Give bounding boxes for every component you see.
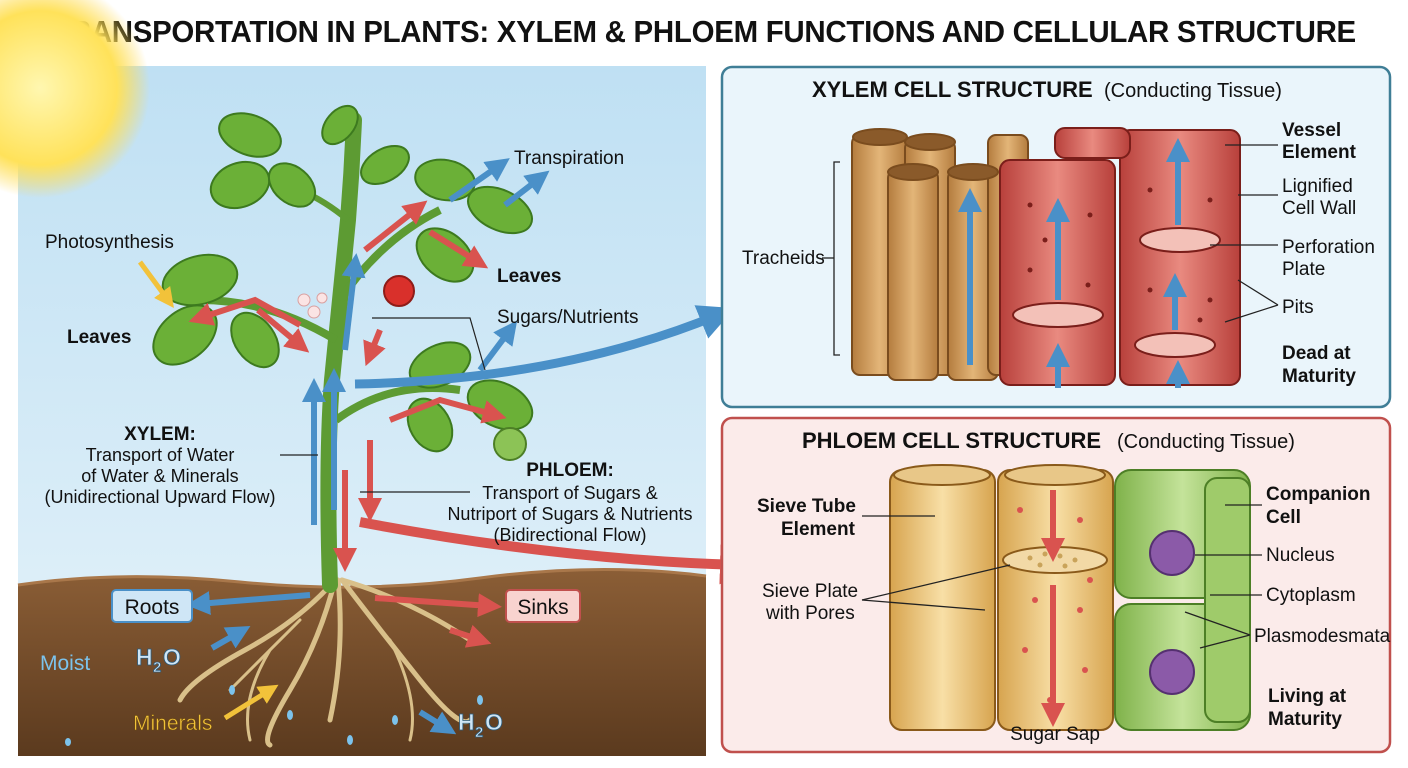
- page-title: TRANSPORTATION IN PLANTS: XYLEM & PHLOEM…: [52, 14, 1356, 49]
- svg-text:H: H: [136, 644, 153, 670]
- sinks-label: Sinks: [517, 596, 568, 619]
- h2o-right-label: H 2 O: [458, 709, 504, 742]
- living-maturity-label-2: Maturity: [1268, 709, 1342, 730]
- svg-text:H: H: [458, 709, 475, 735]
- living-maturity-label-1: Living at: [1268, 686, 1347, 707]
- svg-text:O: O: [485, 709, 503, 735]
- pit-dots: [1027, 187, 1213, 323]
- nucleus-label: Nucleus: [1266, 545, 1335, 566]
- green-tomato-icon: [493, 427, 527, 461]
- phloem-line1: Transport of Sugars &: [482, 483, 657, 503]
- plant-scene: Transpiration Photosynthesis Leaves Leav…: [0, 0, 760, 756]
- phloem-line2: Nutriport of Sugars & Nutrients: [447, 504, 692, 524]
- minerals-arrow: [223, 684, 279, 721]
- companion-cell-label-1: Companion: [1266, 484, 1371, 505]
- xylem-title-label: XYLEM:: [124, 424, 196, 445]
- roots-label: Roots: [125, 596, 180, 619]
- nucleus-icon: [1149, 530, 1195, 576]
- sugar-sap-label: Sugar Sap: [1010, 724, 1100, 745]
- dead-maturity-label-2: Maturity: [1282, 366, 1356, 387]
- sugars-nutrients-label: Sugars/Nutrients: [497, 307, 639, 328]
- vessel-element-label-2: Element: [1282, 142, 1357, 163]
- phloem-title-label: PHLOEM:: [526, 460, 614, 481]
- vessel-element-cells: [999, 127, 1241, 386]
- red-tomato-icon: [383, 275, 415, 307]
- vessel-element-label-1: Vessel: [1282, 120, 1341, 141]
- phloem-line3: (Bidirectional Flow): [493, 525, 646, 545]
- leaves-left-label: Leaves: [67, 327, 131, 348]
- tracheids-label: Tracheids: [742, 248, 825, 269]
- stem: [320, 112, 362, 593]
- cytoplasm-label: Cytoplasm: [1266, 585, 1356, 606]
- roots-badge: Roots: [111, 589, 193, 623]
- h2o-left-label: H 2 O: [136, 644, 182, 677]
- sugar-particles: [1017, 507, 1093, 703]
- xylem-line2: of Water & Minerals: [81, 466, 238, 486]
- xylem-panel: XYLEM CELL STRUCTURE (Conducting Tissue): [720, 65, 1392, 409]
- xylem-flow-arrows: [186, 158, 550, 735]
- photosynthesis-label: Photosynthesis: [45, 232, 174, 253]
- sieve-plate-label-2: with Pores: [765, 603, 855, 624]
- xylem-panel-title: XYLEM CELL STRUCTURE: [812, 77, 1093, 102]
- phloem-panel-title: PHLOEM CELL STRUCTURE: [802, 428, 1101, 453]
- lignified-label-2: Cell Wall: [1282, 198, 1356, 219]
- svg-text:O: O: [163, 644, 181, 670]
- water-droplets: [65, 685, 483, 746]
- minerals-label: Minerals: [133, 712, 212, 735]
- phloem-panel-arrow: [359, 517, 760, 585]
- perforation-label-1: Perforation: [1282, 237, 1375, 258]
- sieve-tube-cells: [889, 464, 1114, 731]
- xylem-panel-subtitle: (Conducting Tissue): [1104, 80, 1282, 102]
- xylem-panel-arrows: [958, 138, 1190, 388]
- svg-text:2: 2: [475, 724, 483, 741]
- nucleus-icon: [1149, 649, 1195, 695]
- sieve-tube-label-1: Sieve Tube: [757, 496, 856, 517]
- dead-maturity-label-1: Dead at: [1282, 343, 1351, 364]
- xylem-panel-arrow: [354, 305, 735, 389]
- leaves-right-label: Leaves: [497, 266, 561, 287]
- companion-cell-label-2: Cell: [1266, 507, 1301, 528]
- sieve-tube-label-2: Element: [781, 519, 856, 540]
- phloem-flow-arrows: [188, 200, 507, 648]
- sinks-badge: Sinks: [505, 589, 581, 623]
- plasmodesmata-label: Plasmodesmata: [1254, 626, 1391, 647]
- perforation-label-2: Plate: [1282, 259, 1325, 280]
- flower-icon: [297, 292, 328, 319]
- sieve-plate-label-1: Sieve Plate: [762, 581, 858, 602]
- phloem-panel: PHLOEM CELL STRUCTURE (Conducting Tissue…: [720, 416, 1392, 754]
- svg-text:2: 2: [153, 659, 161, 676]
- roots-drawing: [177, 577, 473, 748]
- sun-icon: [0, 0, 150, 198]
- xylem-line1: Transport of Water: [86, 445, 235, 465]
- moist-label: Moist: [40, 652, 90, 675]
- pits-label: Pits: [1282, 297, 1314, 318]
- transpiration-label: Transpiration: [514, 148, 624, 169]
- lignified-label-1: Lignified: [1282, 176, 1353, 197]
- phloem-panel-subtitle: (Conducting Tissue): [1117, 431, 1295, 453]
- photosynthesis-arrow: [137, 260, 174, 309]
- leaves-drawing: [152, 104, 534, 453]
- xylem-line3: (Unidirectional Upward Flow): [44, 487, 275, 507]
